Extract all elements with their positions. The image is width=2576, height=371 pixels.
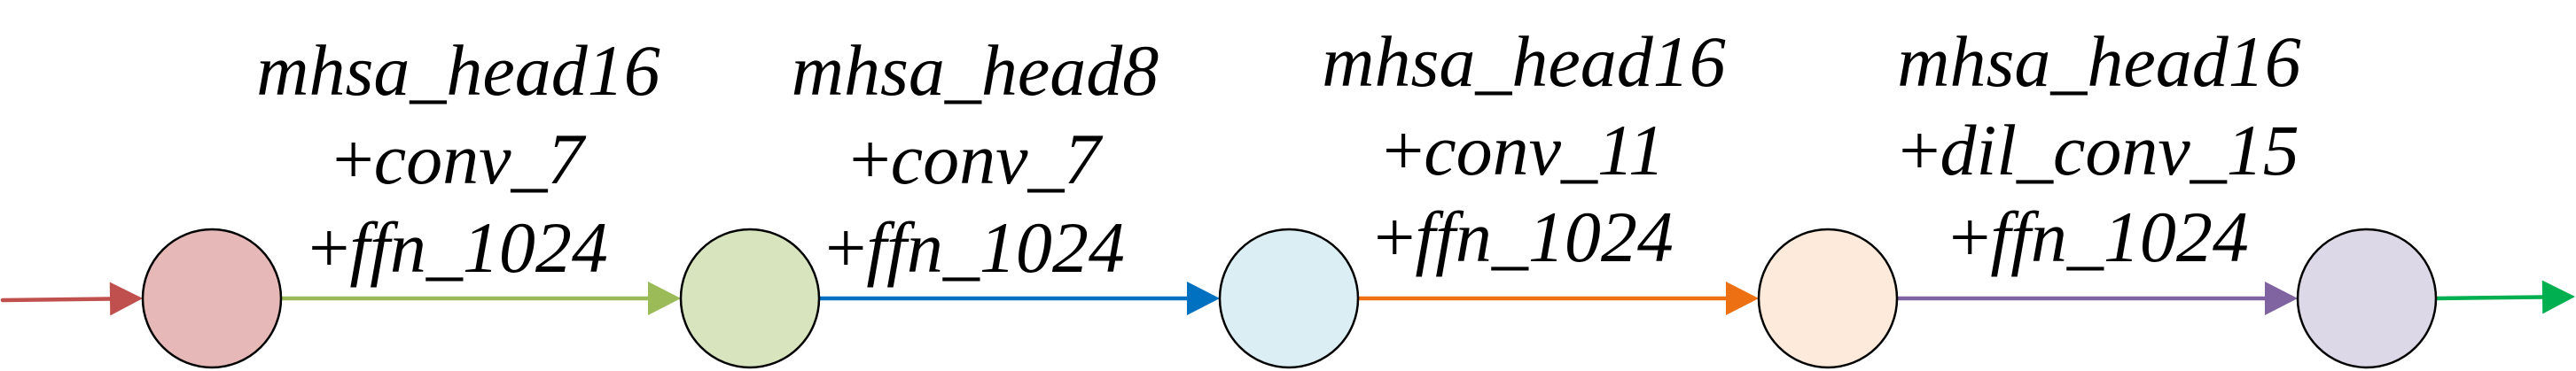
nodes-layer: [141, 228, 2438, 369]
plus-sign: +: [849, 119, 890, 199]
plus-sign: +: [308, 207, 349, 288]
plus-sign: +: [1949, 197, 1990, 277]
labels-layer: mhsa_head16+conv_7+ffn_1024mhsa_head8+co…: [256, 21, 2301, 288]
label-text: conv_7: [891, 119, 1104, 199]
label-text: conv_7: [374, 119, 587, 199]
label-text: ffn_1024: [1415, 197, 1674, 277]
label-line: mhsa_head16: [1322, 21, 1726, 102]
edge-line: [2433, 295, 2547, 301]
edge-arrow: [278, 282, 681, 315]
label-text: mhsa_head8: [792, 30, 1159, 111]
edge-label-1: mhsa_head16+conv_7+ffn_1024: [256, 30, 660, 288]
plus-sign: +: [1383, 110, 1424, 190]
edge-label-4: mhsa_head16+dil_conv_15+ffn_1024: [1897, 21, 2301, 277]
label-line: mhsa_head16: [1897, 21, 2301, 102]
plus-sign: +: [825, 207, 866, 288]
arrowhead-icon: [2541, 280, 2575, 314]
label-line: +ffn_1024: [1949, 197, 2249, 277]
label-line: +conv_7: [332, 119, 586, 199]
node-circle-1: [141, 228, 283, 369]
label-text: mhsa_head16: [1897, 21, 2301, 102]
edge-label-2: mhsa_head8+conv_7+ffn_1024: [792, 30, 1159, 288]
arrowhead-icon: [648, 282, 681, 315]
arrowhead-icon: [1187, 282, 1220, 315]
label-line: +ffn_1024: [1374, 197, 1674, 277]
arrowhead-icon: [109, 282, 143, 316]
label-text: dil_conv_15: [1940, 110, 2299, 190]
node-circle-2: [679, 228, 821, 369]
label-text: ffn_1024: [866, 207, 1125, 288]
label-line: +ffn_1024: [825, 207, 1125, 288]
label-text: mhsa_head16: [256, 30, 660, 111]
label-line: +ffn_1024: [308, 207, 608, 288]
label-text: ffn_1024: [349, 207, 608, 288]
label-text: conv_11: [1424, 110, 1665, 190]
plus-sign: +: [332, 119, 373, 199]
label-line: +conv_11: [1383, 110, 1665, 190]
label-text: ffn_1024: [1990, 197, 2249, 277]
plus-sign: +: [1374, 197, 1415, 277]
label-line: +conv_7: [849, 119, 1103, 199]
node-circle-5: [2296, 228, 2438, 369]
edges-layer: [0, 280, 2575, 316]
edge-label-3: mhsa_head16+conv_11+ffn_1024: [1322, 21, 1726, 277]
label-line: mhsa_head8: [792, 30, 1159, 111]
plus-sign: +: [1899, 110, 1940, 190]
edge-arrow: [1355, 282, 1759, 315]
arrowhead-icon: [2265, 282, 2298, 315]
label-text: mhsa_head16: [1322, 21, 1726, 102]
node-circle-4: [1757, 228, 1899, 369]
edge-arrow: [0, 282, 143, 316]
label-line: mhsa_head16: [256, 30, 660, 111]
node-circle-3: [1218, 228, 1360, 369]
edge-arrow: [2433, 280, 2575, 314]
arrowhead-icon: [1726, 282, 1759, 315]
edge-arrow: [1894, 282, 2298, 315]
edge-line: [0, 297, 114, 303]
label-line: +dil_conv_15: [1899, 110, 2299, 190]
edge-arrow: [816, 282, 1220, 315]
